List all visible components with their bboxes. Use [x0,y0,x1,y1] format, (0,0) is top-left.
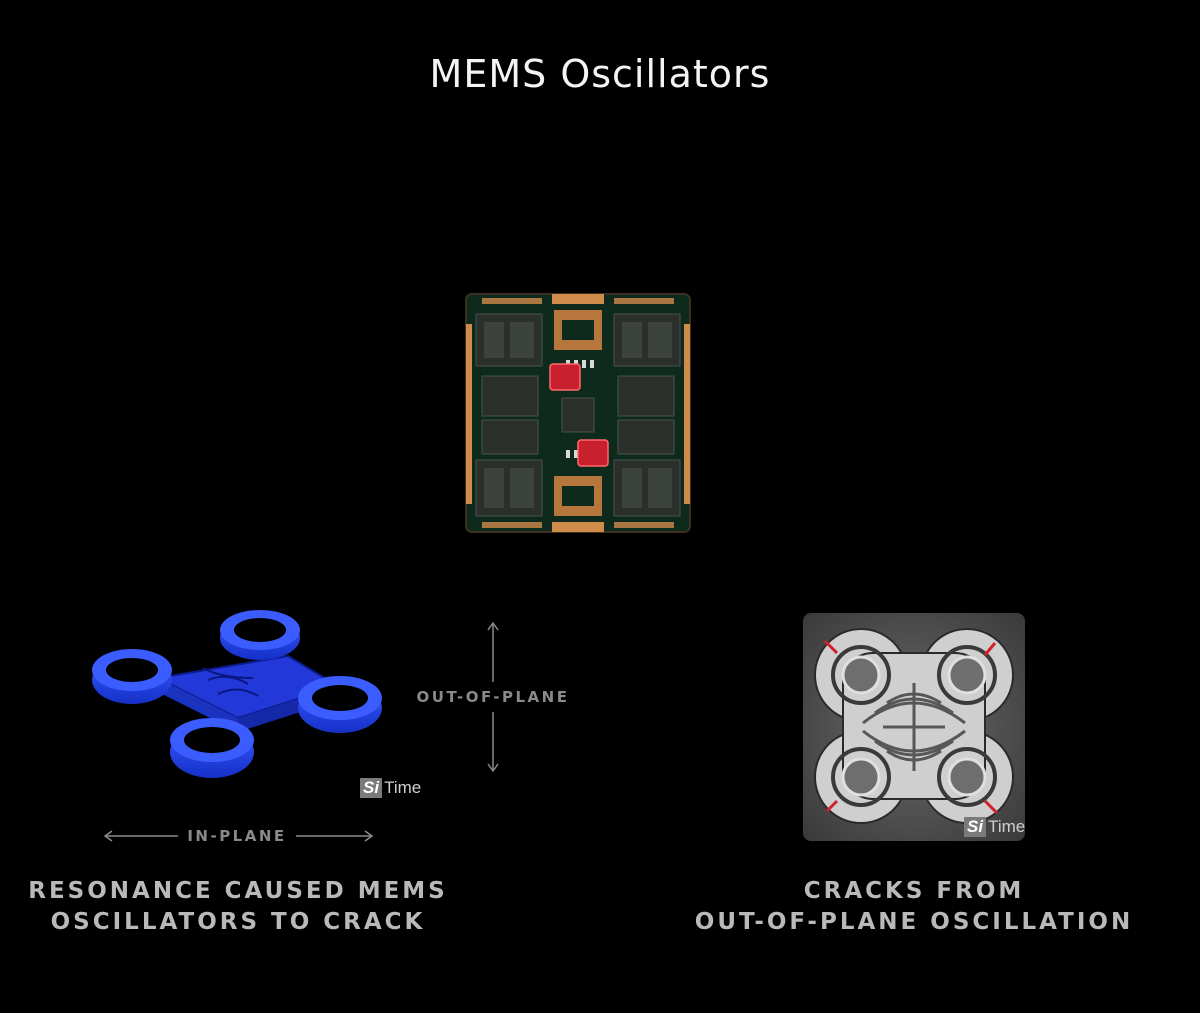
mems-oscillator-highlight-1 [549,363,581,391]
crack-markers [823,639,999,815]
circuit-board-image [465,293,691,533]
right-caption: CRACKS FROM OUT-OF-PLANE OSCILLATION [680,876,1148,938]
mems-oscillator-highlight-2 [577,439,609,467]
right-caption-line-2: OUT-OF-PLANE OSCILLATION [694,909,1134,935]
left-caption-line-1: RESONANCE CAUSED MEMS [28,878,448,904]
mems-resonator-render [92,610,382,778]
page-title: MEMS Oscillators [429,52,771,96]
out-of-plane-label: OUT-OF-PLANE [416,688,570,706]
in-plane-label: IN-PLANE [187,827,287,845]
vertical-double-arrow-icon [487,621,499,773]
cracked-resonator-micrograph [803,613,1025,841]
right-caption-line-1: CRACKS FROM [803,878,1025,904]
horizontal-double-arrow-icon [103,830,374,842]
left-caption: RESONANCE CAUSED MEMS OSCILLATORS TO CRA… [10,876,466,938]
left-caption-line-2: OSCILLATORS TO CRACK [50,909,426,935]
